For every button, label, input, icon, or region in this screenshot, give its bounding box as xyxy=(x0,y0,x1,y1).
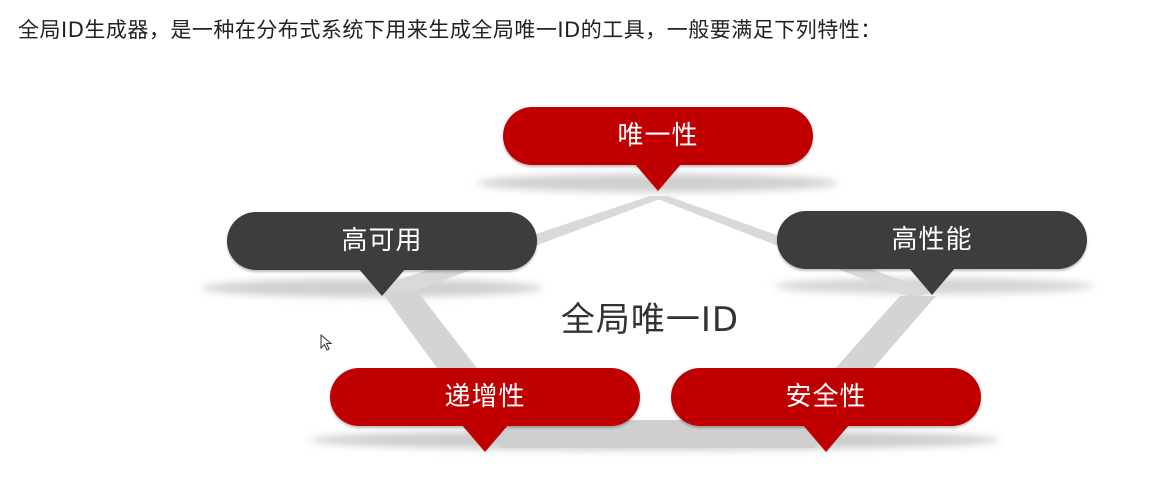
node-security-pointer xyxy=(802,424,850,452)
node-security-pill xyxy=(671,368,981,426)
node-available-label: 高可用 xyxy=(341,226,423,256)
intro-text: 全局ID生成器，是一种在分布式系统下用来生成全局唯一ID的工具，一般要满足下列特… xyxy=(18,18,882,42)
node-performance-pill xyxy=(777,211,1087,269)
node-available-pill xyxy=(227,212,537,270)
node-incremental-pill xyxy=(330,368,640,426)
node-unique: 唯一性 xyxy=(503,107,813,191)
mouse-pointer-icon xyxy=(320,334,333,351)
node-incremental: 递增性 xyxy=(330,368,640,452)
connector-bottom xyxy=(500,420,815,448)
center-label: 全局唯一ID xyxy=(560,300,740,340)
node-performance: 高性能 xyxy=(777,211,1087,295)
node-performance-label: 高性能 xyxy=(891,225,973,255)
node-incremental-label: 递增性 xyxy=(444,382,526,412)
connector-left-bottom xyxy=(380,290,480,372)
node-unique-pill xyxy=(503,107,813,165)
node-available: 高可用 xyxy=(227,212,537,296)
node-security-label: 安全性 xyxy=(785,382,867,412)
node-available-pointer xyxy=(358,268,406,296)
node-incremental-pointer xyxy=(461,424,509,452)
node-security: 安全性 xyxy=(671,368,981,452)
node-unique-label: 唯一性 xyxy=(617,121,699,151)
node-performance-pointer xyxy=(908,267,956,295)
connector-right-bottom xyxy=(832,296,936,372)
node-unique-pointer xyxy=(634,163,682,191)
